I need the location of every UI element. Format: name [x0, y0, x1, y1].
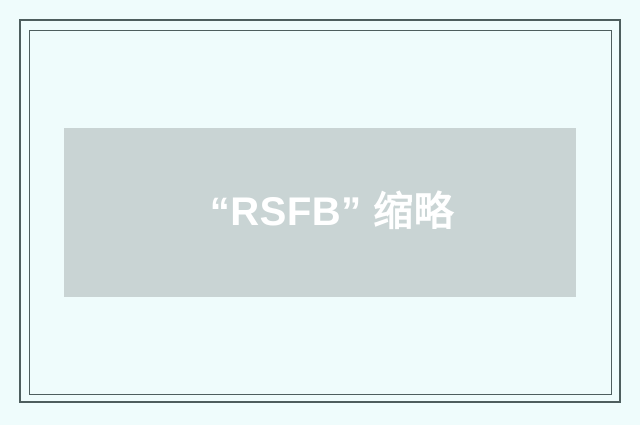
banner-title: “RSFB” 缩略 [209, 189, 455, 234]
decorative-frame-outer [19, 19, 621, 403]
placeholder-banner: “RSFB” 缩略 [64, 128, 576, 297]
decorative-frame-inner [29, 30, 612, 395]
